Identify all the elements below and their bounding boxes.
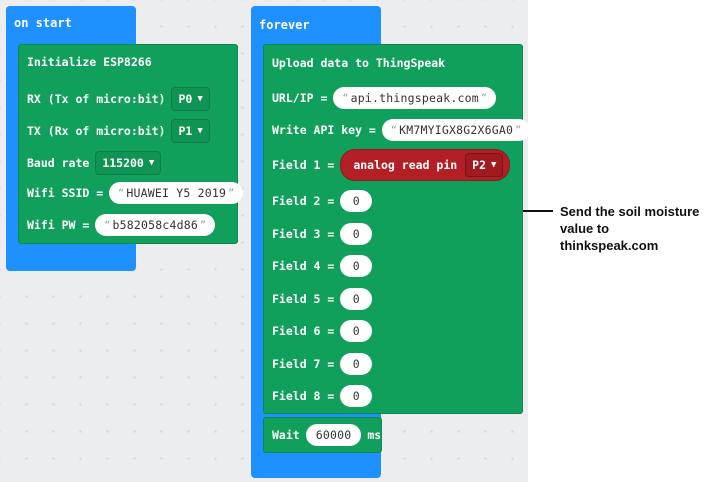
field-label: Field 3 = bbox=[272, 226, 335, 241]
field-row: Field 7 = 0 bbox=[272, 352, 373, 375]
rx-pin-value: P0 bbox=[178, 92, 193, 106]
field-value-input[interactable]: 0 bbox=[340, 385, 373, 407]
rx-label: RX (Tx of micro:bit) bbox=[27, 92, 166, 106]
field-value-input[interactable]: 0 bbox=[340, 287, 373, 310]
field-value-input[interactable]: 0 bbox=[340, 352, 373, 375]
field-label: Field 8 = bbox=[272, 389, 335, 403]
on-start-label: on start bbox=[14, 16, 72, 30]
analog-read-pin-label: analog read pin bbox=[353, 158, 458, 172]
field-label: Field 4 = bbox=[272, 259, 335, 273]
chevron-down-icon: ▼ bbox=[197, 94, 203, 104]
field-label: Field 7 = bbox=[272, 356, 335, 371]
annotation-pointer-line bbox=[523, 210, 553, 212]
tx-pin-value: P1 bbox=[178, 124, 193, 138]
field-value-input[interactable]: 0 bbox=[340, 255, 373, 277]
wait-block[interactable]: Wait 60000 ms bbox=[263, 417, 382, 453]
wait-duration-input[interactable]: 60000 bbox=[305, 424, 362, 446]
wifi-ssid-label: Wifi SSID = bbox=[27, 186, 104, 200]
field-value-input[interactable]: 0 bbox=[340, 190, 373, 212]
field-1-label: Field 1 = bbox=[272, 158, 335, 172]
field-row: Field 2 = 0 bbox=[272, 190, 373, 212]
tx-label: TX (Rx of micro:bit) bbox=[27, 124, 166, 138]
initialize-esp8266-block[interactable]: Initialize ESP8266 RX (Tx of micro:bit) … bbox=[18, 44, 244, 244]
wifi-pw-label: Wifi PW = bbox=[27, 218, 90, 232]
url-ip-label: URL/IP = bbox=[272, 91, 328, 105]
field-row: Field 5 = 0 bbox=[272, 287, 373, 310]
baud-rate-label: Baud rate bbox=[27, 156, 90, 170]
field-label: Field 2 = bbox=[272, 194, 335, 208]
annotation-text: Send the soil moisture value to thinkspe… bbox=[560, 204, 700, 253]
initialize-esp8266-title: Initialize ESP8266 bbox=[27, 55, 152, 69]
wifi-pw-input[interactable]: b582058c4d86 bbox=[95, 214, 216, 236]
baud-rate-value: 115200 bbox=[102, 156, 144, 170]
upload-thingspeak-title: Upload data to ThingSpeak bbox=[272, 56, 446, 70]
upload-thingspeak-block[interactable]: Upload data to ThingSpeak URL/IP = api.t… bbox=[263, 44, 531, 414]
on-start-block-foot bbox=[6, 251, 136, 271]
tx-pin-dropdown[interactable]: P1 ▼ bbox=[171, 119, 210, 143]
field-value-input[interactable]: 0 bbox=[340, 320, 373, 342]
baud-rate-dropdown[interactable]: 115200 ▼ bbox=[95, 151, 162, 175]
write-api-key-input[interactable]: KM7MYIGX8G2X6GA0 bbox=[381, 119, 531, 141]
field-label: Field 6 = bbox=[272, 324, 335, 338]
forever-label: forever bbox=[259, 18, 310, 32]
field-row: Field 4 = 0 bbox=[272, 255, 373, 277]
chevron-down-icon: ▼ bbox=[491, 160, 497, 170]
field-row: Field 6 = 0 bbox=[272, 320, 373, 342]
blocks-workspace[interactable]: on start Initialize ESP8266 RX (Tx of mi… bbox=[0, 0, 531, 482]
forever-block-foot bbox=[251, 456, 381, 478]
analog-pin-dropdown[interactable]: P2 ▼ bbox=[465, 153, 504, 177]
wait-unit-label: ms bbox=[367, 428, 382, 442]
field-row: Field 8 = 0 bbox=[272, 385, 373, 407]
chevron-down-icon: ▼ bbox=[197, 126, 203, 136]
analog-pin-value: P2 bbox=[472, 158, 487, 172]
url-ip-input[interactable]: api.thingspeak.com bbox=[333, 87, 497, 109]
chevron-down-icon: ▼ bbox=[148, 158, 155, 168]
field-label: Field 5 = bbox=[272, 291, 335, 306]
analog-read-pin-block[interactable]: analog read pin P2 ▼ bbox=[340, 149, 511, 181]
field-value-input[interactable]: 0 bbox=[340, 222, 373, 245]
write-api-key-label: Write API key = bbox=[272, 123, 376, 137]
field-row: Field 3 = 0 bbox=[272, 222, 373, 245]
rx-pin-dropdown[interactable]: P0 ▼ bbox=[171, 87, 210, 111]
wait-label: Wait bbox=[272, 428, 300, 442]
wifi-ssid-input[interactable]: HUAWEI Y5 2019 bbox=[109, 182, 244, 204]
